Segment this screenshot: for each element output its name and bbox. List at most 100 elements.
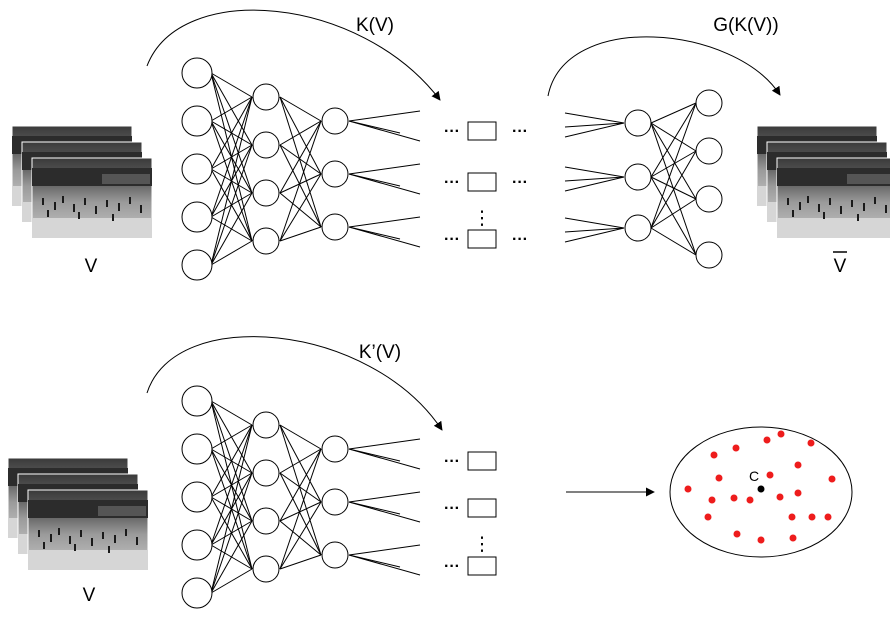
neuron-node: [252, 459, 280, 487]
network-edge: [210, 424, 253, 594]
bottom-encoder-label: K’(V): [359, 342, 401, 363]
network-edge: [279, 144, 322, 228]
top-input-label: V: [85, 256, 98, 277]
neuron-node: [181, 105, 213, 137]
network-edge: [210, 240, 253, 266]
neuron-node: [695, 89, 723, 117]
top-decoder-network: [564, 89, 723, 269]
latent-point: [776, 493, 784, 501]
fan-edge: [348, 438, 421, 450]
neuron-node: [252, 227, 280, 255]
fan-edge: [348, 544, 421, 556]
latent-point: [733, 530, 741, 538]
neuron-node: [252, 411, 280, 439]
neuron-node: [181, 577, 213, 609]
ellipsis-left: ···: [444, 174, 460, 191]
neuron-node: [695, 185, 723, 213]
latent-points: [684, 430, 836, 544]
fan-edge: [348, 173, 421, 195]
network-edge: [210, 96, 253, 122]
vertical-ellipsis: ⋮: [473, 534, 492, 555]
ellipsis-right: ···: [512, 231, 528, 248]
neuron-node: [252, 131, 280, 159]
network-edge: [279, 554, 322, 570]
neuron-node: [181, 481, 213, 513]
latent-point: [794, 461, 802, 469]
top-encoder-label: K(V): [356, 15, 394, 36]
network-edge: [279, 120, 322, 242]
network-edge: [650, 176, 697, 200]
video-frame-stack-icon: [757, 126, 890, 238]
network-edge: [650, 102, 697, 229]
network-edge: [279, 96, 322, 122]
network-edge: [650, 227, 697, 256]
network-edge: [279, 96, 322, 175]
network-edge: [650, 122, 697, 200]
fan-edge: [348, 120, 421, 142]
video-frame-stack-icon: [8, 458, 148, 570]
latent-point: [763, 436, 771, 444]
top-output-video-stack: [757, 126, 890, 238]
bottom-input-label: V: [83, 585, 96, 606]
network-edge: [279, 424, 322, 503]
fan-edge: [564, 166, 625, 178]
latent-point: [824, 513, 832, 521]
neuron-node: [321, 107, 349, 135]
latent-hypersphere: C: [669, 426, 853, 558]
neuron-node: [321, 435, 349, 463]
network-edge: [279, 520, 322, 556]
neuron-node: [624, 214, 652, 242]
latent-point: [730, 494, 738, 502]
network-edge: [210, 472, 253, 594]
bottom-code-layer: ·········⋮: [444, 451, 497, 576]
network-edge: [210, 400, 253, 426]
top-input-video-stack: [12, 126, 152, 238]
top-encoder-network: [181, 57, 421, 281]
fan-edge: [564, 227, 625, 233]
network-edge: [279, 424, 322, 450]
neuron-node: [252, 83, 280, 111]
network-edge: [279, 226, 322, 242]
latent-point: [808, 513, 816, 521]
neuron-node: [252, 555, 280, 583]
latent-point: [766, 471, 774, 479]
network-edge: [210, 568, 253, 594]
network-edge: [279, 472, 322, 503]
network-edge: [210, 96, 253, 218]
bottom-encoder-arrow: [146, 336, 443, 431]
ellipsis-left: ···: [444, 453, 460, 470]
latent-point: [777, 430, 785, 438]
latent-point: [715, 474, 723, 482]
neuron-node: [321, 541, 349, 569]
network-edge: [279, 120, 322, 146]
network-edge: [650, 150, 697, 178]
network-edge: [279, 120, 322, 194]
latent-point: [788, 513, 796, 521]
network-edge: [210, 96, 253, 266]
fan-edge: [348, 110, 421, 122]
latent-point: [789, 534, 797, 542]
network-edge: [279, 173, 322, 242]
neuron-node: [181, 529, 213, 561]
network-edge: [279, 192, 322, 228]
code-unit: [467, 556, 497, 576]
latent-point: [732, 444, 740, 452]
top-code-layer: ··················⋮: [444, 121, 528, 249]
network-edge: [650, 102, 697, 124]
fan-edge: [348, 216, 421, 228]
neuron-node: [695, 241, 723, 269]
fan-edge: [348, 163, 421, 175]
neuron-node: [252, 179, 280, 207]
fan-edge: [564, 176, 625, 182]
neuron-node: [624, 109, 652, 137]
code-unit: [467, 121, 497, 141]
neuron-node: [181, 153, 213, 185]
latent-point: [794, 489, 802, 497]
fan-edge: [348, 226, 421, 248]
neuron-node: [321, 160, 349, 188]
network-edge: [279, 173, 322, 194]
hypersphere-center: [757, 485, 765, 493]
code-unit: [467, 498, 497, 518]
fan-edge: [348, 448, 421, 470]
